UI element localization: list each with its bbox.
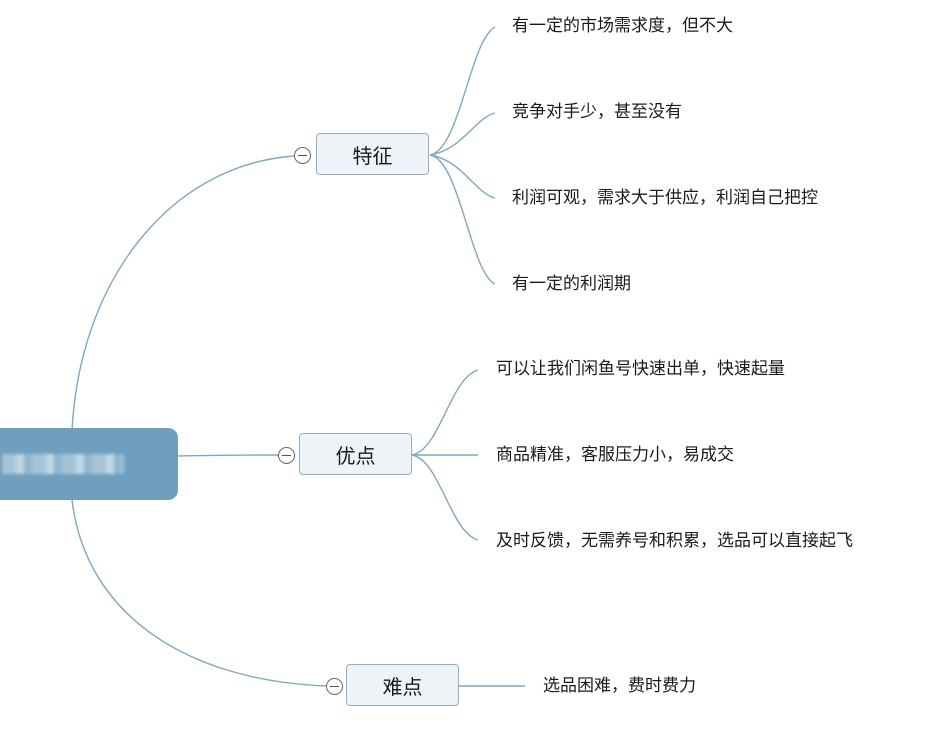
- topic-youdian[interactable]: 优点: [299, 433, 412, 475]
- link-tezheng-3: [429, 154, 496, 199]
- topic-tezheng[interactable]: 特征: [316, 133, 429, 175]
- leaf-tezheng-4[interactable]: 有一定的利润期: [512, 274, 631, 294]
- collapse-tezheng-icon[interactable]: [294, 147, 311, 164]
- link-root-nandian: [71, 499, 327, 687]
- topic-youdian-label: 优点: [335, 443, 376, 468]
- link-tezheng-4: [429, 154, 496, 285]
- link-root-tezheng: [71, 155, 295, 431]
- root-node[interactable]: [0, 428, 178, 500]
- leaf-tezheng-1[interactable]: 有一定的市场需求度，但不大: [512, 16, 733, 36]
- root-label-blurred: [2, 454, 124, 474]
- leaf-tezheng-2[interactable]: 竞争对手少，甚至没有: [512, 102, 682, 122]
- leaf-youdian-3[interactable]: 及时反馈，无需养号和积累，选品可以直接起飞: [496, 531, 853, 551]
- topic-nandian[interactable]: 难点: [346, 664, 459, 706]
- collapse-youdian-icon[interactable]: [278, 447, 295, 464]
- topic-nandian-label: 难点: [382, 674, 423, 699]
- leaf-youdian-1[interactable]: 可以让我们闲鱼号快速出单，快速起量: [496, 359, 785, 379]
- topic-tezheng-label: 特征: [352, 143, 393, 168]
- link-tezheng-1: [429, 26, 496, 156]
- link-tezheng-2: [429, 112, 496, 156]
- link-youdian-1: [411, 369, 479, 456]
- collapse-nandian-icon[interactable]: [326, 678, 343, 695]
- leaf-nandian-1[interactable]: 选品困难，费时费力: [543, 676, 696, 696]
- leaf-tezheng-3[interactable]: 利润可观，需求大于供应，利润自己把控: [512, 188, 818, 208]
- link-youdian-3: [411, 454, 479, 541]
- leaf-youdian-2[interactable]: 商品精准，客服压力小，易成交: [496, 445, 734, 465]
- link-root-youdian: [177, 454, 279, 457]
